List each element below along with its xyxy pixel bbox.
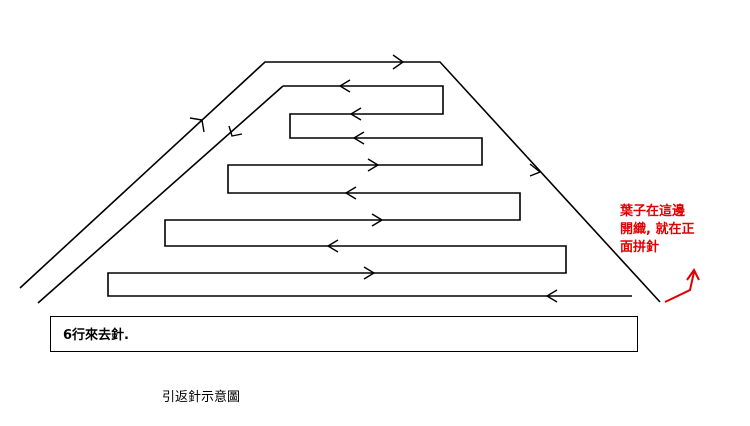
arrow-left-row9	[545, 289, 558, 303]
arrow-down-right-outer	[529, 163, 542, 177]
diagram-caption: 引返針示意圖	[162, 390, 241, 405]
arrow-left-row7	[326, 239, 339, 253]
inner-left-diagonal	[37, 85, 284, 304]
arrow-left-row1	[338, 79, 351, 93]
arrow-up-left-outer	[189, 117, 205, 133]
red-annotation: 葉子在這邊 開織, 就在正 面拼針	[620, 203, 700, 257]
note-box: 6行來去針.	[50, 316, 638, 352]
red-annotation-line-3: 面拼針	[620, 240, 660, 255]
outer-stitch-path	[19, 61, 661, 303]
arrow-right-row8	[363, 266, 376, 280]
arrow-right-row6	[371, 213, 384, 227]
arrow-left-row3	[352, 131, 365, 145]
arrow-left-row5	[344, 186, 357, 200]
row-stitch-path	[107, 85, 632, 297]
red-annotation-line-2: 開織, 就在正	[620, 222, 695, 237]
arrow-down-left-inner	[228, 125, 243, 137]
arrow-left-row2	[349, 107, 362, 121]
red-pointer-arrow-head	[686, 268, 700, 281]
red-pointer-arrow	[664, 271, 695, 303]
red-annotation-line-1: 葉子在這邊	[620, 204, 686, 219]
arrow-right-top	[392, 54, 405, 70]
note-text: 6行來去針.	[63, 328, 129, 343]
arrow-right-row4	[367, 158, 380, 172]
